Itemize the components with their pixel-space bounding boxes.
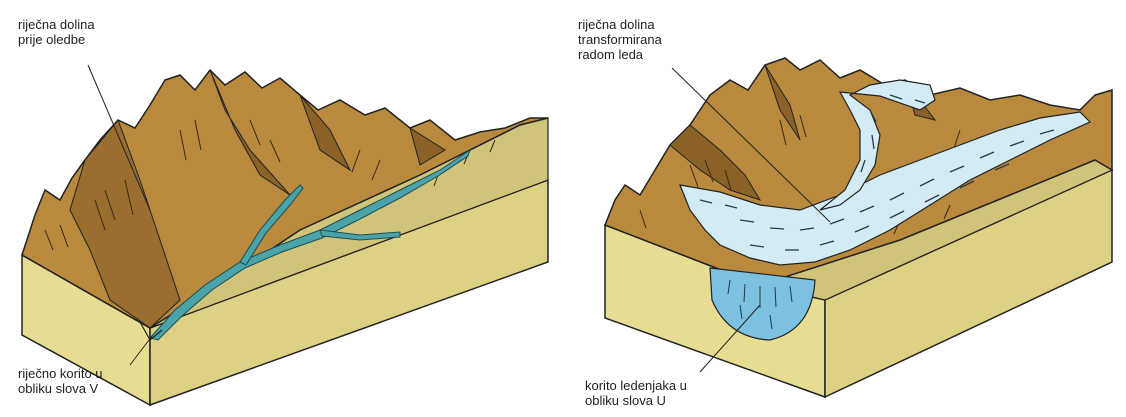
left-top-label: riječna dolina prije oledbe [18, 17, 95, 47]
left-block-diagram [22, 70, 548, 405]
left-bottom-label: riječno korito u obliku slova V [18, 366, 103, 396]
right-top-label: riječna dolina transformirana radom leda [578, 17, 662, 62]
right-bottom-label: korito ledenjaka u obliku slova U [585, 378, 687, 408]
right-block-diagram [605, 58, 1112, 397]
